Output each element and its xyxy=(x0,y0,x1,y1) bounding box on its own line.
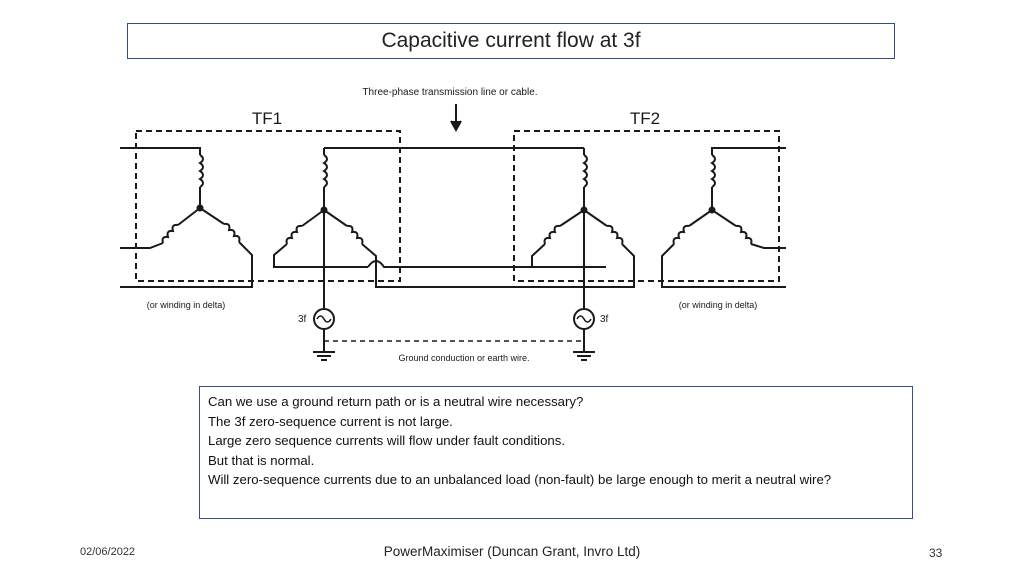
question-line: The 3f zero-sequence current is not larg… xyxy=(208,413,453,429)
delta-note-right: (or winding in delta) xyxy=(679,300,758,310)
question-line: But that is normal. xyxy=(208,452,315,468)
tf1-label: TF1 xyxy=(252,109,282,128)
line-label: Three-phase transmission line or cable. xyxy=(362,87,537,98)
question-line: Large zero sequence currents will flow u… xyxy=(208,433,565,448)
question-box: Can we use a ground return path or is a … xyxy=(199,386,913,519)
delta-note-left: (or winding in delta) xyxy=(147,300,226,310)
line-phase-b xyxy=(367,260,606,268)
tf2-secondary-winding xyxy=(661,147,786,288)
slide-title-text: Capacitive current flow at 3f xyxy=(381,29,641,52)
tf1-primary-winding xyxy=(120,147,253,288)
footer-date: 02/06/2022 xyxy=(80,546,136,558)
source-left-label: 3f xyxy=(298,314,307,325)
page-number: 33 xyxy=(929,546,943,560)
footer-author: PowerMaximiser (Duncan Grant, Invro Ltd) xyxy=(383,544,641,559)
tf1-secondary-winding xyxy=(273,148,606,308)
earth-symbol-right xyxy=(573,351,595,361)
tf1-enclosure xyxy=(135,130,401,282)
ground-label: Ground conduction or earth wire. xyxy=(398,353,529,363)
slide-title: Capacitive current flow at 3f xyxy=(127,23,895,59)
line-indicator-arrow xyxy=(450,104,462,133)
source-right-label: 3f xyxy=(600,314,609,325)
earth-symbol-left xyxy=(313,351,335,361)
question-line: Can we use a ground return path or is a … xyxy=(208,394,584,409)
question-line: Will zero-sequence currents due to an un… xyxy=(208,472,832,487)
tf2-label: TF2 xyxy=(630,109,660,128)
tf2-primary-winding xyxy=(531,148,635,308)
tf2-enclosure xyxy=(513,130,780,282)
three-phase-diagram: Three-phase transmission line or cable. … xyxy=(120,87,786,363)
